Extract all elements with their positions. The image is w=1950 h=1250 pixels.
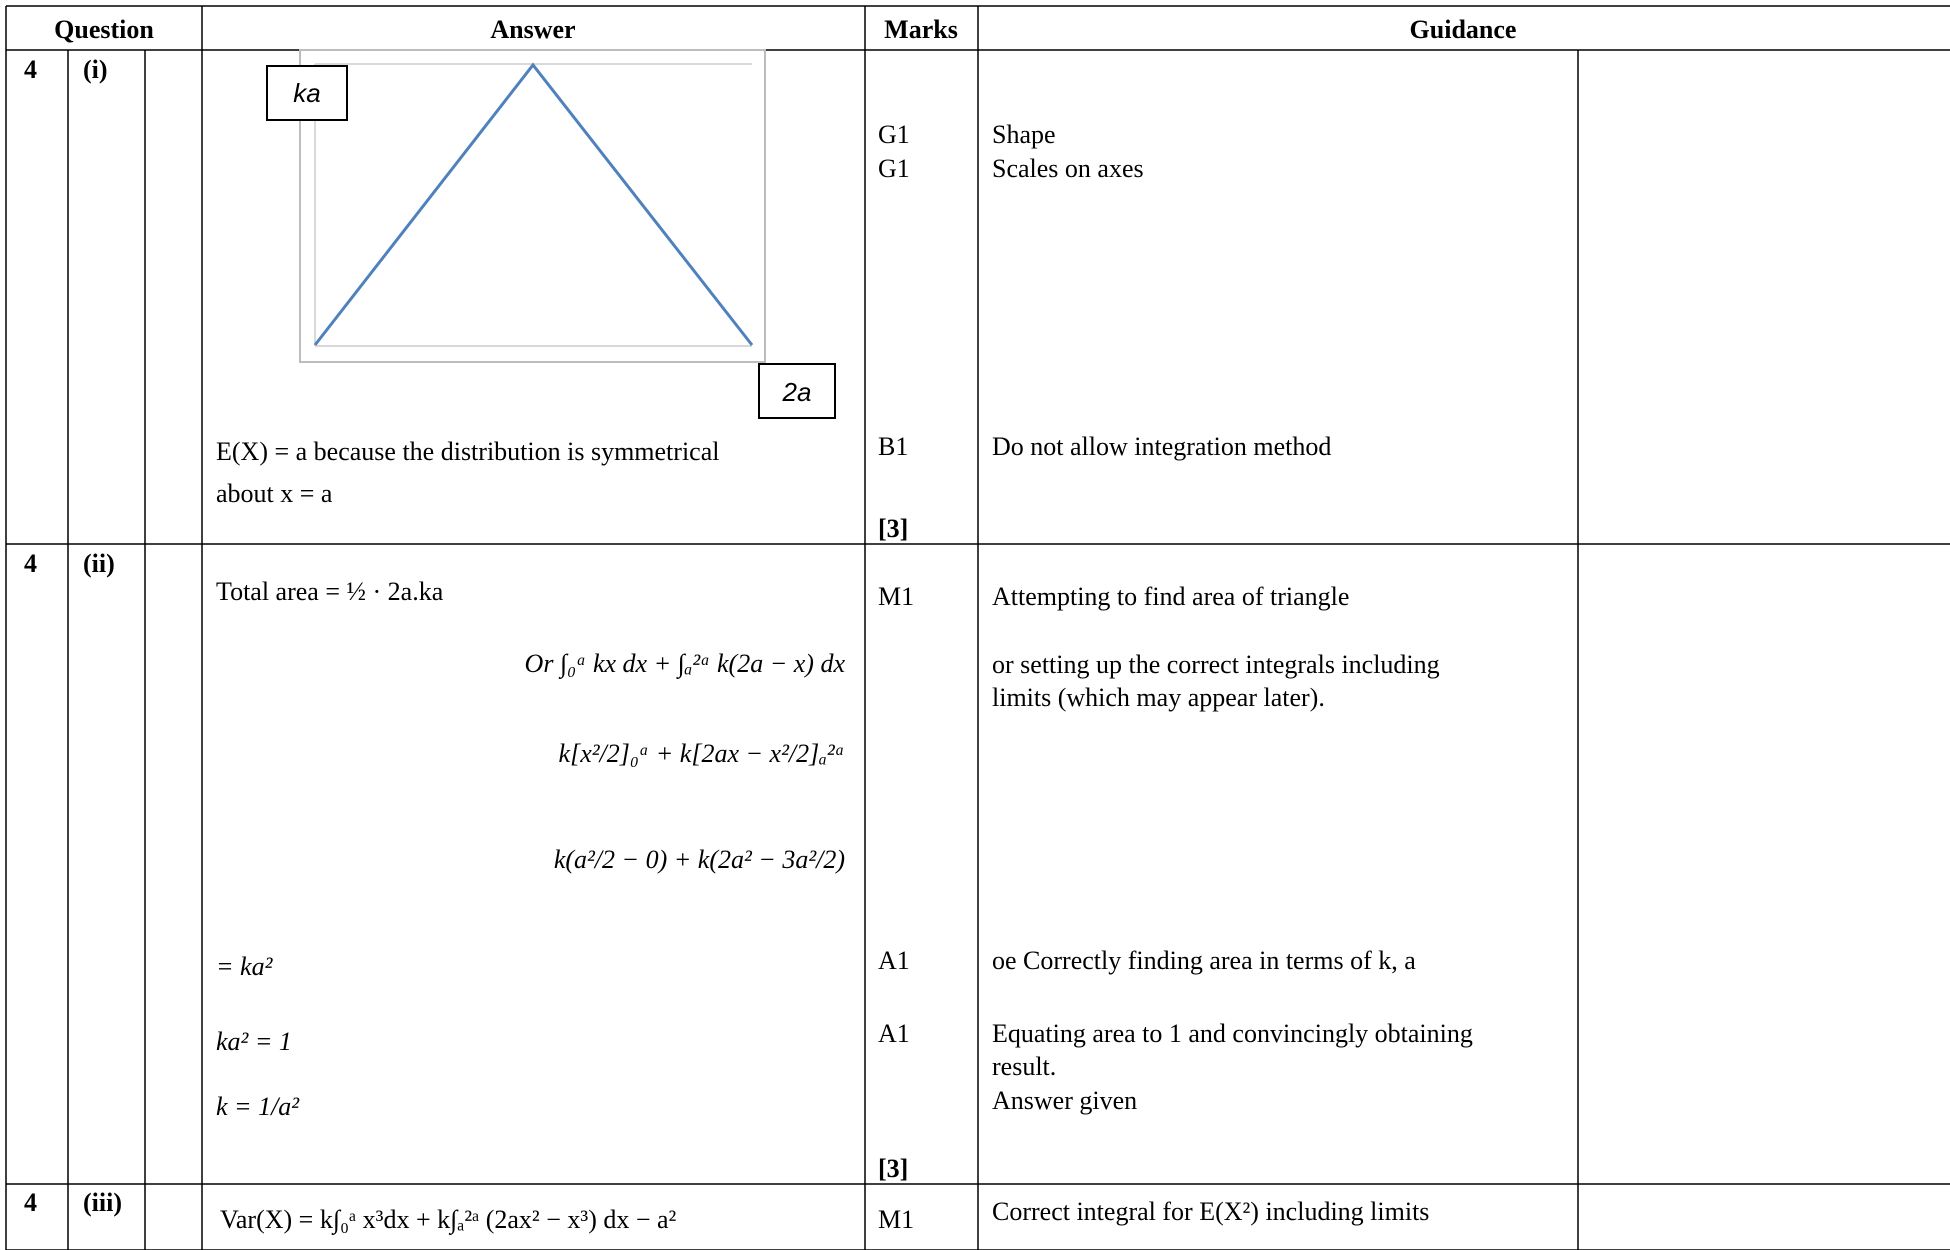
answer-integrated: k[x²/2]₀ᵃ + k[2ax − x²/2]ₐ²ᵃ (559, 739, 845, 768)
question-part: (ii) (83, 549, 115, 578)
guidance-answer-given: Answer given (992, 1086, 1137, 1115)
mark-a1-area: A1 (878, 946, 910, 975)
triangle-graph: ka 2a (266, 49, 836, 419)
guidance-shape: Shape (992, 120, 1056, 149)
end-label-box (758, 363, 836, 419)
guidance-integrals: or setting up the correct integrals incl… (992, 650, 1440, 679)
answer-evaluated: k(a²/2 − 0) + k(2a² − 3a²/2) (554, 845, 845, 874)
mark-a1-equate: A1 (878, 1019, 910, 1048)
guidance-area-attempt: Attempting to find area of triangle (992, 582, 1349, 611)
header-answer: Answer (490, 15, 575, 44)
row-4i: 4 (i) ka 2a E(X) = a because the distrib… (24, 49, 1331, 543)
mark-m1: M1 (878, 1205, 914, 1234)
answer-total-area: Total area = ½ · 2a.ka (216, 577, 444, 606)
row-4iii: 4 (iii) Var(X) = k∫₀ᵃ x³dx + k∫ₐ²ᵃ (2ax²… (24, 1188, 1429, 1235)
guidance-equate: Equating area to 1 and convincingly obta… (992, 1019, 1473, 1048)
expectation-text-2: about x = a (216, 479, 333, 508)
mark-g1-shape: G1 (878, 120, 910, 149)
header-question: Question (54, 15, 154, 44)
expectation-text: E(X) = a because the distribution is sym… (216, 437, 719, 466)
question-number: 4 (24, 549, 37, 578)
apex-label: ka (293, 78, 320, 108)
guidance-result: result. (992, 1052, 1056, 1081)
question-number: 4 (24, 55, 37, 84)
answer-integral-setup: Or ∫₀ᵃ kx dx + ∫ₐ²ᵃ k(2a − x) dx (525, 649, 846, 679)
guidance-area-terms: oe Correctly finding area in terms of k,… (992, 946, 1416, 975)
header-marks: Marks (884, 15, 958, 44)
answer-variance: Var(X) = k∫₀ᵃ x³dx + k∫ₐ²ᵃ (2ax² − x³) d… (220, 1205, 677, 1235)
guidance-no-integration: Do not allow integration method (992, 432, 1331, 461)
mark-total: [3] (878, 1154, 908, 1183)
table-header: Question Answer Marks Guidance (54, 15, 1516, 44)
answer-k-value: k = 1/a² (216, 1092, 300, 1121)
table-grid (5, 5, 1950, 1250)
row-4ii: 4 (ii) Total area = ½ · 2a.ka Or ∫₀ᵃ kx … (24, 549, 1473, 1183)
header-guidance: Guidance (1410, 15, 1517, 44)
answer-area-result: = ka² (216, 952, 274, 981)
question-part: (iii) (83, 1188, 122, 1217)
end-label: 2a (782, 377, 812, 407)
question-number: 4 (24, 1188, 37, 1217)
answer-equate: ka² = 1 (216, 1027, 292, 1056)
mark-b1: B1 (878, 432, 908, 461)
apex-label-box (266, 65, 348, 121)
question-part: (i) (83, 55, 108, 84)
triangle-pdf-line (313, 62, 754, 346)
guidance-limits: limits (which may appear later). (992, 683, 1325, 712)
guidance-ex2-integral: Correct integral for E(X²) including lim… (992, 1197, 1429, 1226)
mark-m1: M1 (878, 582, 914, 611)
guidance-scales: Scales on axes (992, 154, 1144, 183)
mark-g1-scales: G1 (878, 154, 910, 183)
mark-total: [3] (878, 514, 908, 543)
graph-frame (299, 49, 766, 363)
